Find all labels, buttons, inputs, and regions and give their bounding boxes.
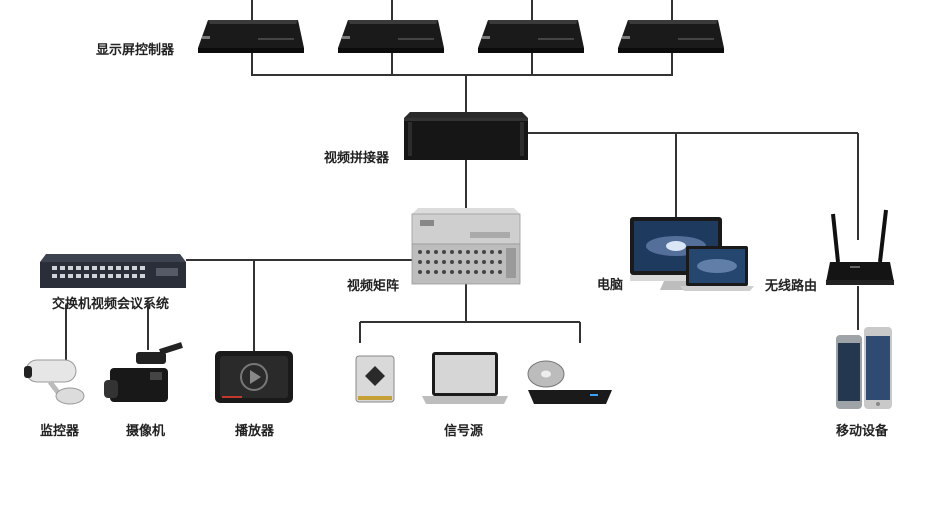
player-label: 播放器	[235, 424, 275, 439]
camcorder-label: 摄像机	[126, 424, 166, 439]
monitor-label: 监控器	[40, 424, 80, 439]
video-matrix-label: 视频矩阵	[347, 279, 400, 294]
mobile-device-label: 移动设备	[836, 424, 889, 439]
computer-label: 电脑	[597, 278, 624, 293]
disc-player-device	[527, 360, 612, 404]
wireless-router-device	[826, 209, 894, 285]
connection-lines	[65, 0, 859, 360]
display-controller-label: 显示屏控制器	[96, 43, 175, 58]
hard-drive-device	[355, 355, 395, 403]
display-controller-3	[478, 20, 584, 53]
wireless-router-label: 无线路由	[765, 279, 818, 294]
signal-source-label: 信号源	[444, 424, 484, 439]
display-controller-4	[618, 20, 724, 53]
mobile-device-icons	[836, 327, 892, 409]
display-controller-1	[198, 20, 304, 53]
video-splicer-device	[404, 112, 528, 160]
computer-device	[630, 217, 754, 291]
media-player-device	[215, 351, 293, 403]
video-splicer-label: 视频拼接器	[324, 151, 390, 166]
camcorder-device	[104, 342, 183, 402]
network-switch-device	[40, 254, 186, 288]
video-matrix-device	[411, 208, 521, 285]
laptop-device	[422, 352, 508, 404]
security-camera-device	[24, 359, 85, 405]
switch-conference-label: 交换机视频会议系统	[52, 297, 170, 312]
display-controller-2	[338, 20, 444, 53]
